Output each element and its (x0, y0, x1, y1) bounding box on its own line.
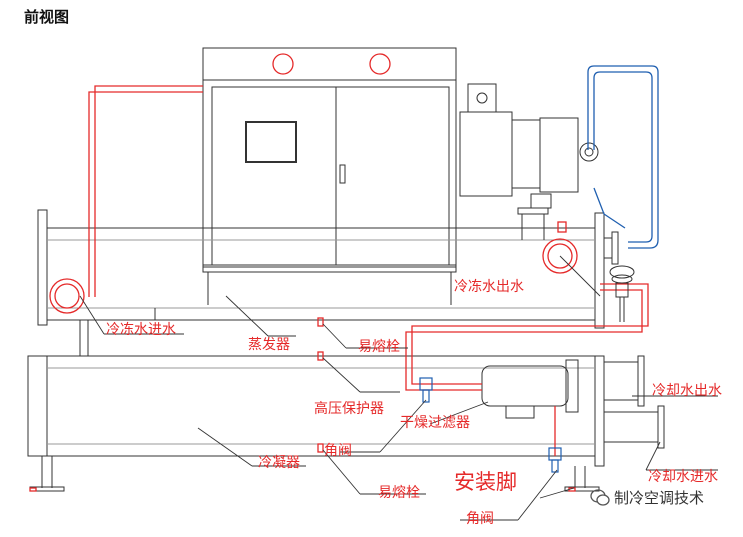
watermark-text: 制冷空调技术 (614, 488, 705, 507)
label-cooling-water-in: 冷却水进水 (648, 469, 718, 485)
evaporator-right-flange (594, 212, 605, 329)
page-title: 前视图 (24, 8, 70, 26)
label-condenser: 冷凝器 (258, 455, 300, 471)
condenser-right-flange (594, 355, 605, 467)
label-chilled-water-out: 冷冻水出水 (454, 279, 524, 295)
chilled-out-port (542, 238, 578, 274)
chilled-in-port (49, 278, 85, 314)
evaporator-left-flange (37, 209, 48, 326)
cabinet-gland-right (369, 53, 391, 75)
cabinet-door-right (335, 86, 450, 266)
cooling-in-nozzle (603, 411, 659, 443)
watermark: 制冷空调技术 (590, 488, 704, 508)
cabinet-gland-left (272, 53, 294, 75)
label-fusible-plug-top: 易熔栓 (358, 339, 400, 355)
condenser-left-flange (27, 355, 48, 457)
label-high-pressure-switch: 高压保护器 (314, 401, 384, 417)
evaporator-shell (46, 227, 596, 321)
label-dryer-filter: 干燥过滤器 (400, 415, 470, 431)
door-handle (339, 164, 346, 184)
label-cooling-water-out: 冷却水出水 (652, 383, 722, 399)
label-mounting-foot: 安装脚 (454, 470, 517, 494)
label-fusible-plug-bottom: 易熔栓 (378, 485, 420, 501)
label-chilled-water-in: 冷冻水进水 (106, 322, 176, 338)
cabinet-window (245, 121, 297, 163)
cabinet-door-left (211, 86, 337, 266)
label-angle-valve-2: 角阀 (466, 511, 494, 527)
control-cabinet (202, 47, 457, 268)
compressor-motor (459, 111, 513, 197)
wechat-icon (590, 489, 610, 506)
cooling-out-nozzle (603, 361, 639, 401)
label-angle-valve-1: 角阀 (324, 443, 352, 459)
dryer-filter-body (481, 365, 569, 407)
label-evaporator: 蒸发器 (248, 337, 290, 353)
compressor-oil-sight (579, 142, 599, 162)
